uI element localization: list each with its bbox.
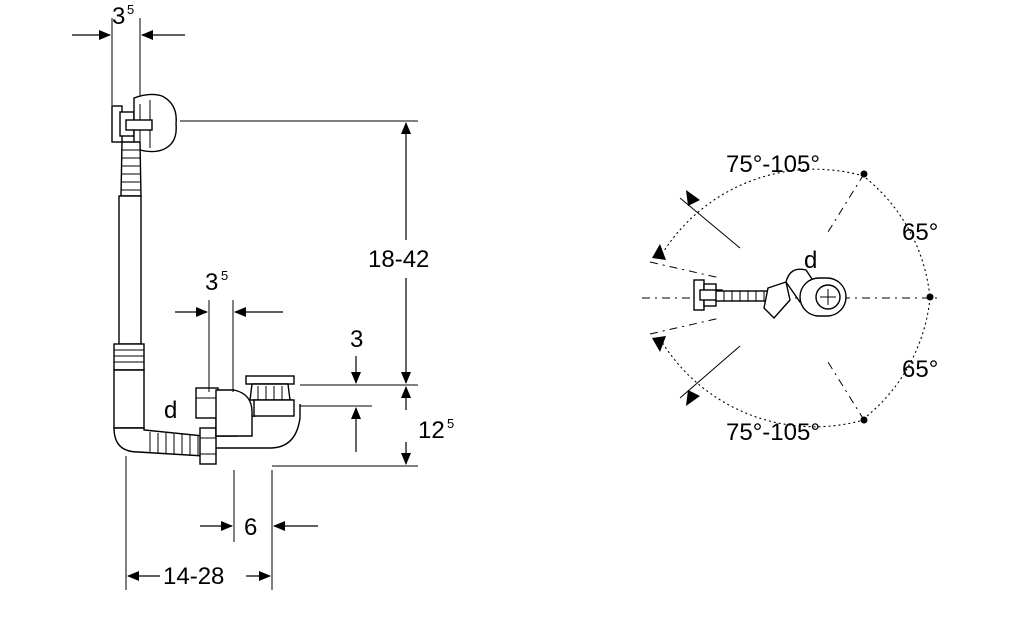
vertical-pipe xyxy=(113,195,145,429)
dim-trap-height-sup: 5 xyxy=(447,416,454,431)
dim-top-width-value: 3 xyxy=(112,3,125,30)
angle-upper-label: 75°-105° xyxy=(726,151,820,178)
side-view: 3 5 xyxy=(72,2,454,590)
dim-length-range: 14-28 xyxy=(125,456,271,590)
side-label-d: d xyxy=(164,397,177,424)
hose-upper xyxy=(120,141,142,197)
overflow-head xyxy=(111,93,177,153)
dim-elbow-width-value: 3 xyxy=(205,269,218,296)
dim-trap-height: 12 5 xyxy=(272,386,454,467)
dim-height-range-value: 18-42 xyxy=(368,246,429,273)
dim-elbow-width-sup: 5 xyxy=(221,268,228,283)
lower-hose xyxy=(113,427,217,465)
dim-trap-height-value: 12 xyxy=(418,417,445,444)
top-fitting xyxy=(693,268,847,320)
dim-trap-offset-value: 6 xyxy=(244,514,257,541)
dim-elbow-width: 3 5 xyxy=(175,268,283,392)
top-label-d: d xyxy=(804,247,817,274)
dim-length-range-value: 14-28 xyxy=(163,563,224,590)
top-view: d 75°-105° 75°-105° 65° 65° xyxy=(642,151,940,446)
dim-height-range: 18-42 xyxy=(180,120,429,386)
dim-overflow-offset-value: 3 xyxy=(350,326,363,353)
angle-right-upper-label: 65° xyxy=(902,219,938,246)
angle-right-lower-label: 65° xyxy=(902,356,938,383)
angle-lower-label: 75°-105° xyxy=(726,419,820,446)
dim-overflow-offset: 3 xyxy=(300,326,372,452)
dim-top-width: 3 5 xyxy=(72,2,185,105)
dim-trap-offset: 6 xyxy=(200,470,318,590)
waste-valve xyxy=(245,375,295,417)
dim-top-width-sup: 5 xyxy=(127,2,134,17)
angle-arc xyxy=(649,168,934,428)
